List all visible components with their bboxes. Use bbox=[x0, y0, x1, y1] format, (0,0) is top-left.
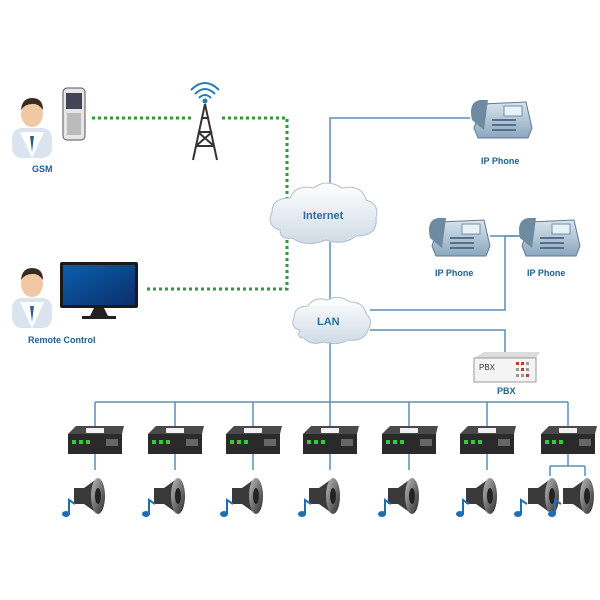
pbx-device-icon bbox=[473, 352, 540, 383]
speaker-icon bbox=[309, 478, 340, 514]
line-bus-drops bbox=[94, 402, 569, 426]
audio-module-icon bbox=[68, 426, 124, 454]
music-note-icon bbox=[62, 498, 76, 517]
ip-phone-top-label: IP Phone bbox=[481, 156, 520, 166]
gsm-label: GSM bbox=[32, 164, 53, 174]
music-note-icon bbox=[456, 498, 470, 517]
line-module-speaker-pair bbox=[549, 454, 586, 476]
audio-modules bbox=[68, 426, 597, 454]
dotted-tower-internet bbox=[222, 116, 289, 212]
audio-module-icon bbox=[303, 426, 359, 454]
speaker-icon bbox=[466, 478, 497, 514]
dotted-remote-internet bbox=[147, 240, 289, 291]
audio-module-icon bbox=[226, 426, 282, 454]
music-note-icon bbox=[298, 498, 312, 517]
internet-label: Internet bbox=[303, 210, 344, 222]
music-note-icon bbox=[142, 498, 156, 517]
music-note-icon bbox=[548, 498, 562, 517]
line-module-speaker bbox=[94, 454, 488, 470]
music-note-icon bbox=[514, 498, 528, 517]
speaker-icon bbox=[388, 478, 419, 514]
audio-module-icon bbox=[148, 426, 204, 454]
speakers bbox=[62, 478, 594, 517]
dotted-lines bbox=[92, 116, 289, 291]
person-icon bbox=[12, 268, 52, 328]
audio-module-icon bbox=[460, 426, 516, 454]
speaker-icon bbox=[563, 478, 594, 514]
pbx-label: PBX bbox=[497, 386, 516, 396]
ip-phone-right-label: IP Phone bbox=[527, 268, 566, 278]
desk-phone-icon bbox=[429, 218, 491, 257]
music-note-icon bbox=[378, 498, 392, 517]
cell-tower-icon bbox=[190, 82, 220, 161]
lan-label: LAN bbox=[317, 316, 340, 328]
line-lan-pbx bbox=[370, 329, 506, 352]
music-note-icon bbox=[220, 498, 234, 517]
cloud-icon bbox=[292, 296, 372, 345]
person-icon bbox=[12, 98, 52, 158]
ip-phone-left-label: IP Phone bbox=[435, 268, 474, 278]
desk-phone-icon bbox=[519, 218, 581, 257]
audio-module-icon bbox=[541, 426, 597, 454]
desk-phone-icon bbox=[471, 100, 533, 139]
connection-lines bbox=[94, 117, 586, 476]
mobile-phone-icon bbox=[62, 87, 86, 141]
speaker-icon bbox=[154, 478, 185, 514]
pbx-device-text: PBX bbox=[479, 363, 496, 372]
line-internet-ipphone bbox=[329, 117, 470, 190]
speaker-icon bbox=[74, 478, 105, 514]
cloud-icon bbox=[269, 182, 378, 244]
speaker-icon bbox=[232, 478, 263, 514]
remote-control-label: Remote Control bbox=[28, 335, 96, 345]
audio-module-icon bbox=[382, 426, 438, 454]
monitor-icon bbox=[60, 262, 138, 319]
